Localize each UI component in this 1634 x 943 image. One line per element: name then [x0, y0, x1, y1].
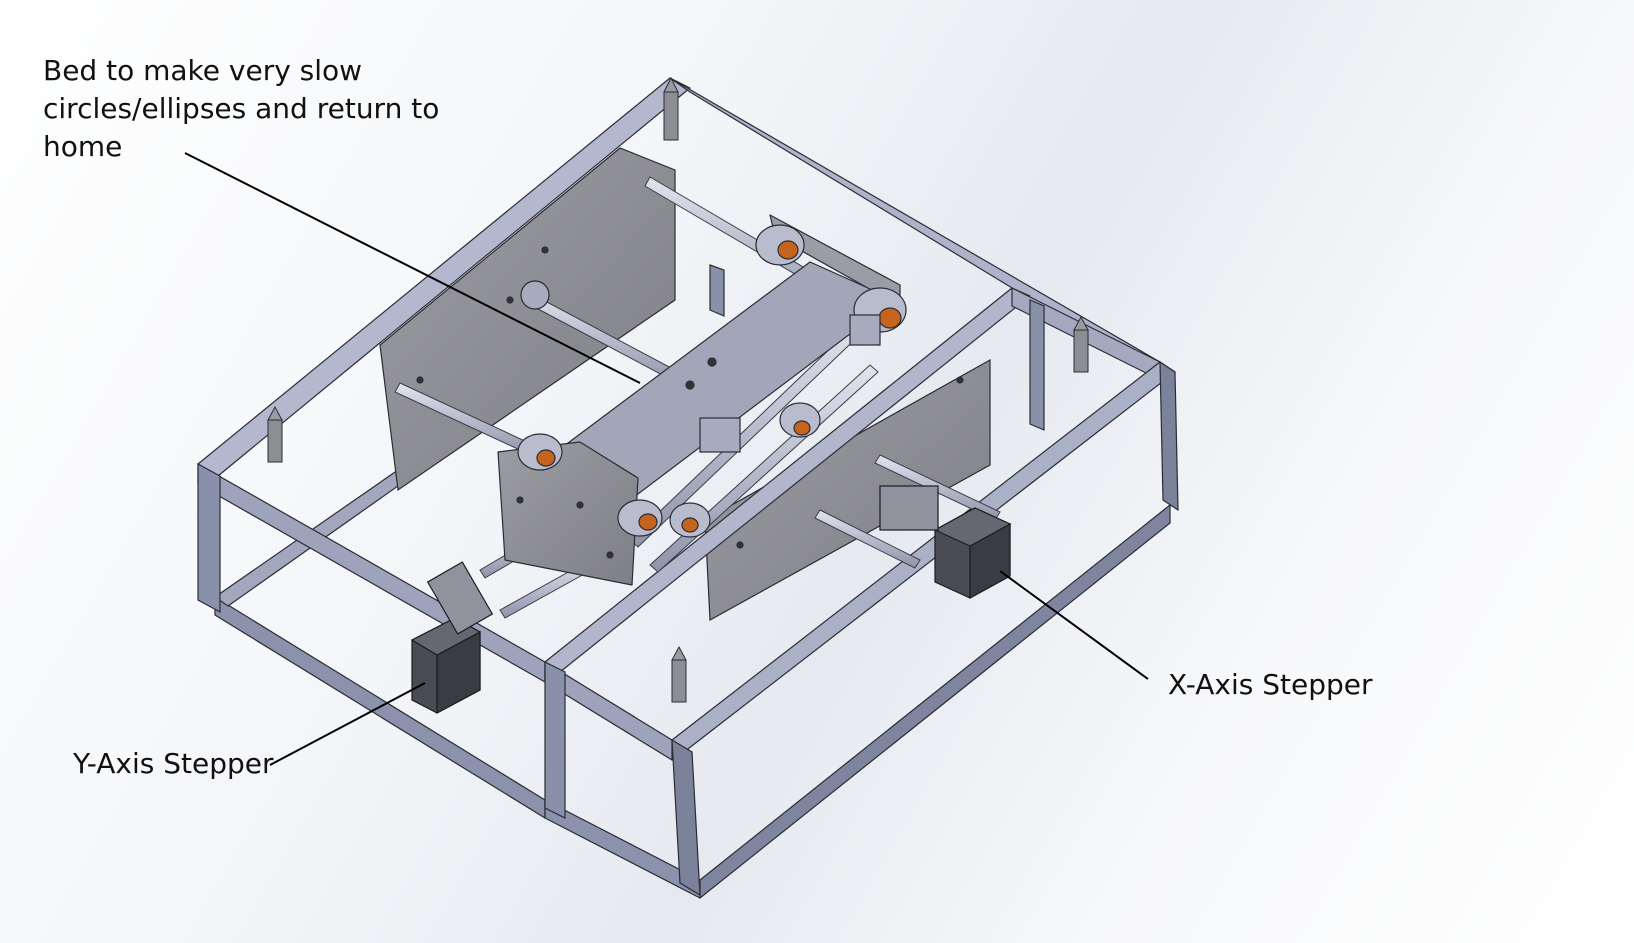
side-plates [379, 147, 991, 621]
post-left [197, 462, 221, 614]
pin-front [671, 659, 687, 703]
bearings [517, 224, 907, 538]
back-right-plate [704, 358, 991, 621]
bearing-5 [669, 502, 711, 538]
pin-back [663, 91, 679, 141]
bearing-3 [517, 433, 563, 471]
post-front [671, 738, 701, 897]
bearing-4 [617, 499, 663, 537]
pin-right [1073, 329, 1089, 373]
rod-right-1 [814, 509, 921, 569]
y-axis-stepper-motor [410, 561, 494, 715]
back-left-plate [379, 147, 676, 492]
stepper-motors [410, 485, 1012, 715]
post-front-left [544, 661, 566, 819]
bearing-6 [779, 402, 821, 438]
post-mid-right [1029, 299, 1045, 431]
y-axis-stepper-label: Y-Axis Stepper [73, 747, 274, 780]
post-right [1159, 360, 1179, 512]
x-axis-stepper-label: X-Axis Stepper [1168, 668, 1373, 701]
leader-lines [184, 152, 1149, 766]
x-axis-stepper-motor [879, 485, 1012, 600]
locating-pins [267, 76, 1089, 703]
leader-x-stepper [999, 570, 1149, 680]
frame-posts [197, 264, 1179, 897]
leader-y-stepper [269, 682, 426, 766]
bed-annotation-label: Bed to make very slow circles/ellipses a… [43, 54, 440, 163]
bearing-1 [755, 224, 805, 266]
frame-upper-ring [197, 77, 1176, 761]
nut-block-1 [520, 280, 881, 453]
leader-bed [184, 152, 641, 384]
post-mid-left [709, 264, 725, 317]
pin-left [267, 419, 283, 463]
